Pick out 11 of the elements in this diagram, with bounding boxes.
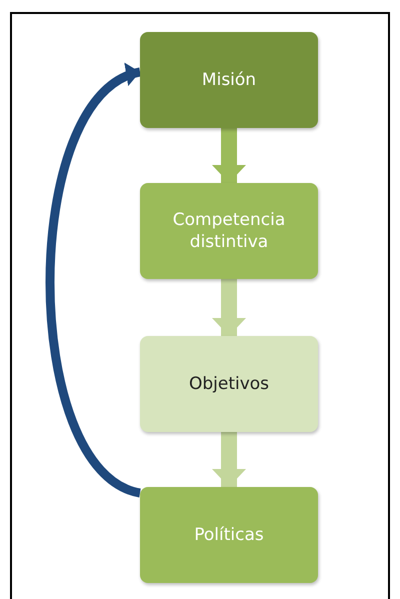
box-label: Misión <box>202 68 256 92</box>
box-label: Competencia distintiva <box>172 208 286 254</box>
arrow <box>212 128 246 183</box>
process-box <box>140 487 318 583</box>
box-label: Políticas <box>194 524 264 546</box>
box-label: Objetivos <box>188 372 270 396</box>
process-box <box>140 183 318 279</box>
process-box <box>140 336 318 432</box>
process-box <box>140 32 318 128</box>
arrow <box>212 279 246 336</box>
arrow <box>212 432 246 487</box>
